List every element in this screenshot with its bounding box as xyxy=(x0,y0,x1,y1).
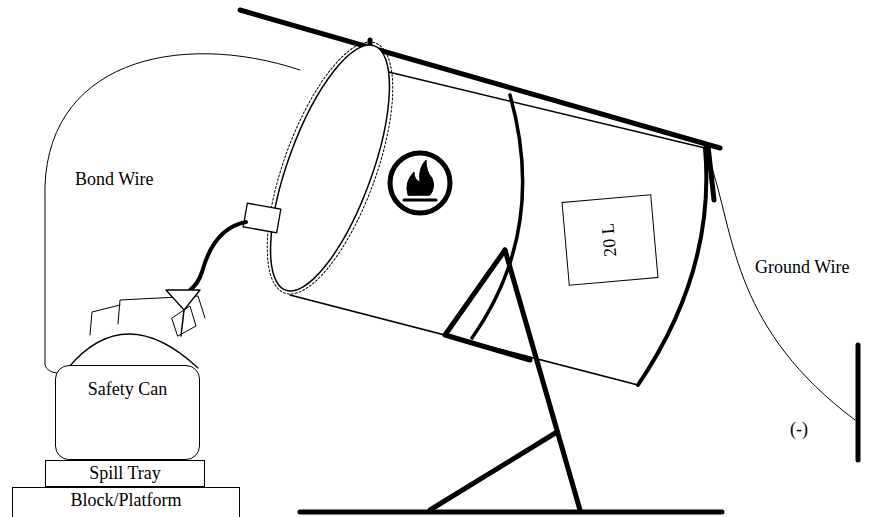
box-text: Safety Can xyxy=(88,380,167,400)
hose xyxy=(190,222,246,290)
box-text: Block/Platform xyxy=(71,491,182,511)
can-lid xyxy=(172,306,196,336)
flammable-symbol xyxy=(390,153,450,213)
safety-can: Safety Can xyxy=(55,365,200,460)
can-dome xyxy=(68,334,198,368)
bond-wire xyxy=(45,54,300,373)
stand-leg xyxy=(430,432,557,510)
funnel xyxy=(166,290,200,310)
box-text: 20 L xyxy=(599,222,622,257)
drum-rim xyxy=(246,31,414,304)
wire-label: Ground Wire xyxy=(755,258,849,278)
wire-label: Bond Wire xyxy=(75,170,153,190)
volume-label: 20 L xyxy=(562,194,659,286)
can-handle xyxy=(90,305,120,335)
stand-leg xyxy=(505,250,580,510)
stand-support xyxy=(445,250,530,360)
funnel-spout xyxy=(181,310,184,336)
platform-block: Block/Platform xyxy=(12,487,240,517)
spill-tray: Spill Tray xyxy=(45,460,205,487)
drum-faucet xyxy=(243,203,281,233)
polarity-label: (-) xyxy=(790,420,808,440)
box-text: Spill Tray xyxy=(89,464,161,484)
flame-icon xyxy=(407,160,434,195)
flame-underline xyxy=(404,199,436,202)
stand-base xyxy=(300,510,722,515)
drum-band xyxy=(472,95,523,338)
ground-rod xyxy=(856,345,861,460)
ground-wire xyxy=(712,168,855,420)
